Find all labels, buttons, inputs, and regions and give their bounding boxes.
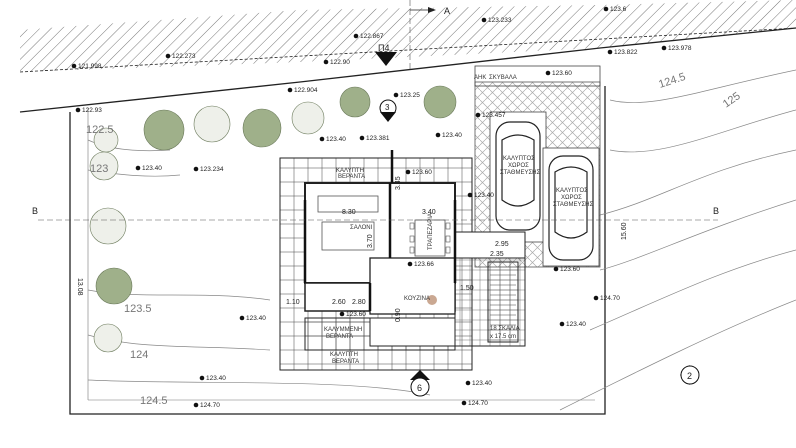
svg-text:ΣΤΑΘΜΕΥΣΗΣ: ΣΤΑΘΜΕΥΣΗΣ — [553, 202, 594, 208]
svg-text:18 ΣΚΑΛΙΑ: 18 ΣΚΑΛΙΑ — [490, 326, 520, 332]
svg-text:123.40: 123.40 — [472, 380, 492, 387]
svg-text:Π4: Π4 — [378, 43, 390, 53]
svg-text:123.978: 123.978 — [668, 45, 692, 52]
svg-text:ΒΕΡΑΝΤΑ: ΒΕΡΑΝΤΑ — [332, 359, 359, 365]
svg-text:121.998: 121.998 — [78, 63, 102, 70]
svg-text:6: 6 — [417, 383, 422, 393]
section-a-label: A — [444, 6, 450, 16]
svg-text:122.5: 122.5 — [86, 124, 114, 136]
car-2 — [548, 155, 594, 261]
svg-text:3.45: 3.45 — [395, 176, 402, 190]
svg-text:123.40: 123.40 — [326, 136, 346, 143]
svg-text:2: 2 — [687, 371, 692, 381]
svg-text:0.90: 0.90 — [395, 308, 402, 322]
svg-text:8.30: 8.30 — [342, 209, 356, 216]
svg-text:123.6: 123.6 — [610, 6, 627, 13]
property-boundary-top — [19, 27, 796, 113]
svg-text:2.80: 2.80 — [352, 299, 366, 306]
car-1 — [495, 121, 541, 231]
svg-text:ΚΑΛΥΠΤΗ: ΚΑΛΥΠΤΗ — [336, 168, 364, 174]
svg-text:124.70: 124.70 — [468, 400, 488, 407]
svg-text:ΧΩΡΟΣ: ΧΩΡΟΣ — [508, 163, 529, 169]
svg-text:124.70: 124.70 — [200, 402, 220, 409]
svg-text:ΣΤΑΘΜΕΥΣΗΣ: ΣΤΑΘΜΕΥΣΗΣ — [500, 170, 541, 176]
svg-text:123.25: 123.25 — [400, 92, 420, 99]
svg-text:123.60: 123.60 — [552, 70, 572, 77]
svg-text:ΚΑΛΥΠΤΗ: ΚΑΛΥΠΤΗ — [330, 352, 358, 358]
svg-text:123.40: 123.40 — [142, 165, 162, 172]
room-labels: ΚΑΛΥΠΤΗ ΒΕΡΑΝΤΑ ΣΑΛΟΝΙ ΤΡΑΠΕΖΑΡΙΑ ΚΟΥΖΙΝ… — [324, 75, 594, 365]
svg-text:123.60: 123.60 — [346, 311, 366, 318]
svg-text:15.60: 15.60 — [621, 222, 628, 240]
svg-text:ΚΑΛΥΜΜΕΝΗ: ΚΑΛΥΜΜΕΝΗ — [324, 327, 362, 333]
svg-text:123.822: 123.822 — [614, 49, 638, 56]
svg-text:123.40: 123.40 — [246, 315, 266, 322]
svg-text:2.35: 2.35 — [490, 251, 504, 258]
svg-text:2.95: 2.95 — [495, 241, 509, 248]
svg-text:3.70: 3.70 — [367, 234, 374, 248]
svg-text:123.234: 123.234 — [200, 166, 224, 173]
section-mark-p4: Π4 — [375, 43, 397, 66]
svg-text:3.40: 3.40 — [422, 209, 436, 216]
svg-text:122.93: 122.93 — [82, 107, 102, 114]
svg-text:13.08: 13.08 — [76, 278, 83, 296]
sofa — [317, 195, 379, 213]
svg-text:123.40: 123.40 — [474, 192, 494, 199]
svg-text:124.70: 124.70 — [600, 295, 620, 302]
svg-text:123.40: 123.40 — [566, 321, 586, 328]
trees-top — [89, 85, 457, 181]
svg-text:123.60: 123.60 — [412, 169, 432, 176]
svg-text:122.273: 122.273 — [172, 53, 196, 60]
parking-area — [489, 111, 547, 243]
svg-text:ΧΩΡΟΣ: ΧΩΡΟΣ — [561, 195, 582, 201]
trees-left — [89, 207, 133, 353]
svg-text:ΑΗΚ: ΑΗΚ — [474, 75, 486, 81]
svg-text:124.5: 124.5 — [657, 71, 687, 91]
svg-text:ΤΡΑΠΕΖΑΡΙΑ: ΤΡΑΠΕΖΑΡΙΑ — [428, 213, 434, 250]
svg-text:ΒΕΡΑΝΤΑ: ΒΕΡΑΝΤΑ — [338, 174, 365, 180]
stairs — [490, 274, 516, 326]
svg-text:123.60: 123.60 — [560, 266, 580, 273]
section-mark-2: 2 — [680, 365, 700, 385]
svg-text:x 17.5 cm: x 17.5 cm — [490, 334, 516, 340]
svg-text:3: 3 — [385, 103, 390, 112]
svg-text:ΚΑΛΥΠΤΟΣ: ΚΑΛΥΠΤΟΣ — [503, 156, 535, 162]
svg-text:123.233: 123.233 — [488, 17, 512, 24]
svg-text:125: 125 — [721, 90, 743, 110]
section-mark-3: 3 — [379, 99, 397, 122]
plant-pot — [427, 295, 437, 305]
interior-walls — [303, 150, 457, 311]
svg-text:124.5: 124.5 — [140, 395, 168, 407]
svg-text:123.381: 123.381 — [366, 135, 390, 142]
section-mark-6: 6 — [410, 370, 430, 397]
svg-text:ΚΟΥΖΙΝΑ: ΚΟΥΖΙΝΑ — [404, 296, 430, 302]
svg-text:ΣΚΥΒΑΛΑ: ΣΚΥΒΑΛΑ — [489, 75, 517, 81]
svg-text:123: 123 — [90, 163, 108, 175]
svg-text:123.40: 123.40 — [442, 132, 462, 139]
section-b-left-label: B — [32, 206, 38, 216]
svg-text:1.10: 1.10 — [286, 299, 300, 306]
svg-text:2.60: 2.60 — [332, 299, 346, 306]
svg-text:ΚΑΛΥΠΤΟΣ: ΚΑΛΥΠΤΟΣ — [556, 188, 588, 194]
svg-text:ΣΑΛΟΝΙ: ΣΑΛΟΝΙ — [350, 225, 373, 231]
svg-text:124: 124 — [130, 349, 148, 361]
svg-text:123.457: 123.457 — [482, 112, 506, 119]
svg-text:1.50: 1.50 — [460, 285, 474, 292]
road-band — [20, 0, 796, 72]
property-boundary — [69, 86, 606, 415]
section-b-right-label: B — [713, 206, 719, 216]
svg-text:122.904: 122.904 — [294, 87, 318, 94]
svg-text:122.90: 122.90 — [330, 59, 350, 66]
svg-text:123.40: 123.40 — [206, 375, 226, 382]
svg-text:122.867: 122.867 — [360, 33, 384, 40]
dimension-labels: 8.30 3.40 3.45 3.70 2.95 1.50 2.35 2.60 … — [76, 176, 628, 322]
svg-text:123.5: 123.5 — [124, 303, 152, 315]
svg-text:123.66: 123.66 — [414, 261, 434, 268]
svg-text:ΒΕΡΑΝΤΑ: ΒΕΡΑΝΤΑ — [326, 334, 353, 340]
elevation-labels: 123.233 123.6 122.867 122.273 121.998 12… — [71, 6, 692, 409]
